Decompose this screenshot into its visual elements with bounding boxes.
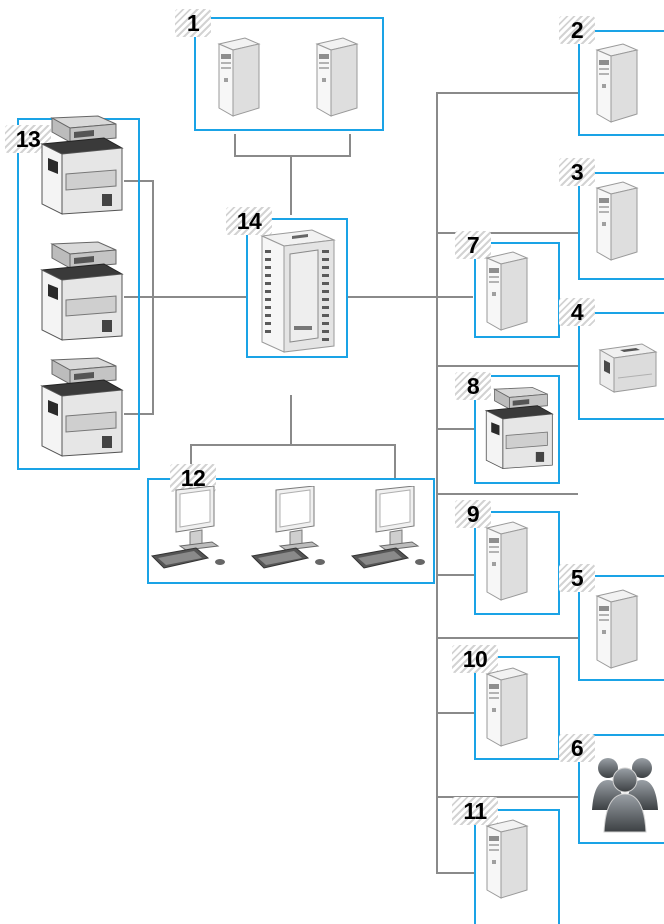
node-5-frame xyxy=(578,575,664,681)
node-3-label: 3 xyxy=(559,158,595,186)
multifunction-printer-icon xyxy=(32,240,124,342)
node-4-label: 4 xyxy=(559,298,595,326)
connector-line xyxy=(190,444,396,446)
node-1-frame xyxy=(194,17,384,131)
node-1-label: 1 xyxy=(175,9,211,37)
node-11-label: 11 xyxy=(452,797,498,825)
node-12-frame xyxy=(147,478,435,584)
workstation-icon xyxy=(150,486,232,576)
server-tower-icon xyxy=(593,588,639,670)
connector-line xyxy=(436,493,578,495)
node-8-frame xyxy=(474,375,560,484)
node-4-frame xyxy=(578,312,664,420)
server-tower-icon xyxy=(483,818,529,900)
server-tower-icon xyxy=(215,36,261,118)
server-tower-icon xyxy=(483,520,529,602)
node-2-frame xyxy=(578,30,664,136)
connector-line xyxy=(349,134,351,156)
connector-line xyxy=(234,155,351,157)
user-group-icon xyxy=(592,758,658,833)
connector-line xyxy=(124,296,246,298)
node-9-frame xyxy=(474,511,560,615)
multifunction-printer-icon xyxy=(32,356,124,458)
connector-line xyxy=(436,232,578,234)
node-6-frame xyxy=(578,734,664,844)
connector-line xyxy=(436,637,578,639)
server-tower-icon xyxy=(483,250,529,332)
connector-line xyxy=(436,92,578,94)
network-bus xyxy=(436,92,438,874)
laser-printer-icon xyxy=(598,343,658,393)
connector-line xyxy=(234,134,236,156)
rack-server-icon xyxy=(260,229,336,353)
node-9-label: 9 xyxy=(455,500,491,528)
node-5-label: 5 xyxy=(559,564,595,592)
server-tower-icon xyxy=(483,666,529,748)
connector-line xyxy=(436,712,474,714)
connector-line xyxy=(290,155,292,215)
multifunction-printer-icon xyxy=(478,382,554,474)
multifunction-printer-icon xyxy=(32,114,124,216)
node-14-frame xyxy=(246,218,348,358)
connector-line xyxy=(436,365,578,367)
node-11-frame xyxy=(474,809,560,924)
node-14-label: 14 xyxy=(226,207,272,235)
node-6-label: 6 xyxy=(559,734,595,762)
connector-line xyxy=(436,872,474,874)
server-tower-icon xyxy=(313,36,359,118)
node-7-label: 7 xyxy=(455,231,491,259)
node-10-label: 10 xyxy=(452,645,498,673)
node-8-label: 8 xyxy=(455,372,491,400)
server-tower-icon xyxy=(593,180,639,262)
server-tower-icon xyxy=(593,42,639,124)
workstation-icon xyxy=(350,486,432,576)
connector-line xyxy=(436,796,578,798)
connector-line xyxy=(290,395,292,445)
connector-line xyxy=(190,444,192,478)
node-7-frame xyxy=(474,242,560,338)
workstation-icon xyxy=(250,486,332,576)
connector-line xyxy=(348,296,473,298)
connector-line xyxy=(436,574,474,576)
node-2-label: 2 xyxy=(559,16,595,44)
connector-line xyxy=(436,428,474,430)
node-3-frame xyxy=(578,172,664,280)
node-10-frame xyxy=(474,656,560,760)
connector-line xyxy=(394,444,396,478)
